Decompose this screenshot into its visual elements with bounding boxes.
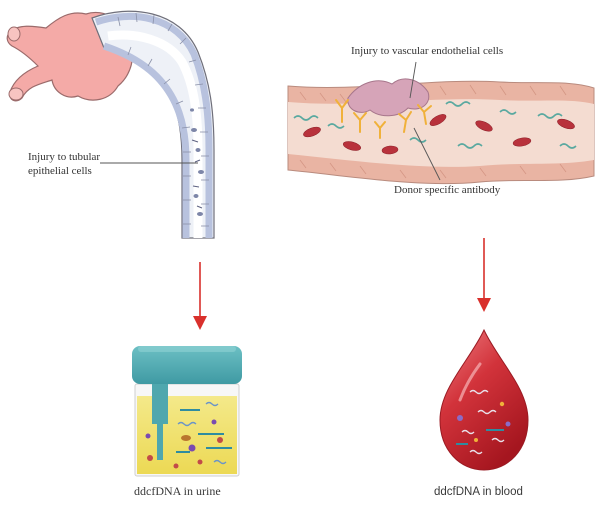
urine-caption: ddcfDNA in urine	[134, 484, 221, 498]
injured-endothelium	[347, 78, 430, 117]
cup-lid	[132, 346, 242, 384]
antibody-label-pointer	[413, 127, 441, 181]
vascular-label-pointer	[409, 61, 417, 99]
vessel-lumen	[288, 99, 594, 167]
antibody-label: Donor specific antibody	[394, 184, 501, 196]
tubular-injury-label-line2: epithelial cells	[28, 165, 92, 177]
renal-tubule	[6, 10, 215, 239]
urine-cup	[132, 346, 242, 477]
blood-caption: ddcfDNA in blood	[434, 486, 523, 498]
arrow-left	[193, 262, 207, 330]
antibody-cluster	[335, 99, 432, 139]
vascular-injury-label: Injury to vascular endothelial cells	[351, 45, 504, 57]
tubular-injury-label-line1: Injury to tubular	[28, 151, 101, 163]
arrow-right	[477, 238, 491, 312]
blood-drop	[439, 328, 529, 471]
blood-vessel	[287, 78, 595, 185]
